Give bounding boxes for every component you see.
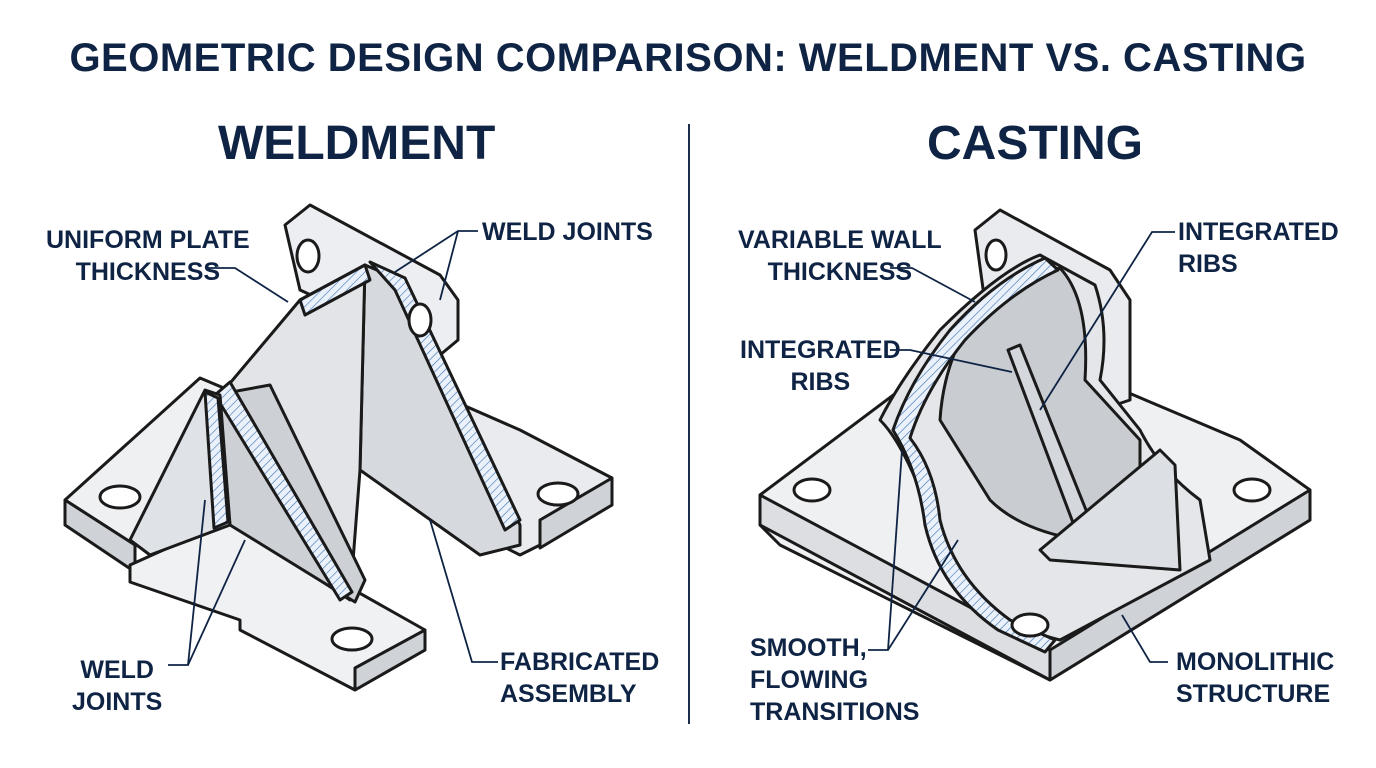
label-variable-wall-thickness: VARIABLE WALL THICKNESS: [738, 226, 942, 286]
casting-leaders: [868, 231, 1175, 663]
weldment-leaders: [168, 230, 498, 666]
label-weld-joints-bottom: WELD JOINTS: [72, 656, 163, 716]
label-integrated-ribs-left: INTEGRATED RIBS: [740, 336, 901, 396]
label-smooth-flowing-transitions: SMOOTH, FLOWING TRANSITIONS: [750, 634, 920, 726]
label-monolithic-structure: MONOLITHIC STRUCTURE: [1176, 648, 1335, 708]
panel-divider: [688, 124, 690, 724]
label-uniform-plate-thickness: UNIFORM PLATE THICKNESS: [46, 226, 250, 286]
casting-heading: CASTING: [927, 117, 1143, 170]
weldment-part: [63, 203, 614, 692]
page-title: GEOMETRIC DESIGN COMPARISON: WELDMENT VS…: [69, 36, 1307, 80]
label-weld-joints-top: WELD JOINTS: [482, 218, 653, 246]
label-integrated-ribs-top: INTEGRATED RIBS: [1178, 218, 1339, 278]
label-fabricated-assembly: FABRICATED ASSEMBLY: [500, 648, 660, 708]
weldment-heading: WELDMENT: [218, 117, 496, 170]
casting-part: [758, 208, 1312, 682]
